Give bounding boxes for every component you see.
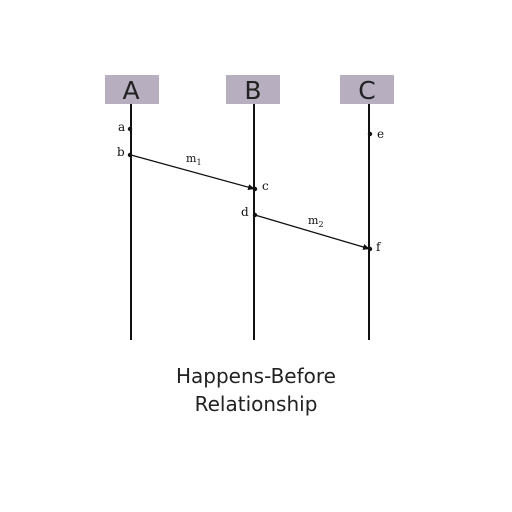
event-dot-b <box>127 152 133 158</box>
event-label-c: c <box>262 179 269 193</box>
message-label-m1: m1 <box>186 152 202 167</box>
caption-line-2: Relationship <box>194 392 318 416</box>
event-dot-c <box>252 186 258 192</box>
event-label-f: f <box>376 240 382 254</box>
event-label-e: e <box>377 127 384 141</box>
process-header-box-C <box>340 75 394 104</box>
process-label-C: C <box>358 76 375 105</box>
process-header-box-A <box>105 75 159 104</box>
message-arrow-m1 <box>130 154 256 191</box>
process-label-A: A <box>122 76 139 105</box>
event-dot-d <box>252 212 258 218</box>
event-dot-f <box>367 246 373 252</box>
event-dot-a <box>127 126 133 132</box>
event-label-b: b <box>117 145 125 159</box>
process-label-B: B <box>244 76 261 105</box>
caption-line-1: Happens-Before <box>176 364 336 388</box>
event-label-d: d <box>241 205 249 219</box>
event-label-a: a <box>118 120 125 134</box>
process-header-B: B <box>226 75 280 105</box>
process-header-box-B <box>226 75 280 104</box>
message-label-m2: m2 <box>308 214 324 229</box>
message-arrow-m2 <box>254 214 371 250</box>
process-header-A: A <box>105 75 159 105</box>
process-header-C: C <box>340 75 394 105</box>
diagram-caption: Happens-Before Relationship <box>0 362 512 418</box>
event-dot-e <box>367 131 373 137</box>
